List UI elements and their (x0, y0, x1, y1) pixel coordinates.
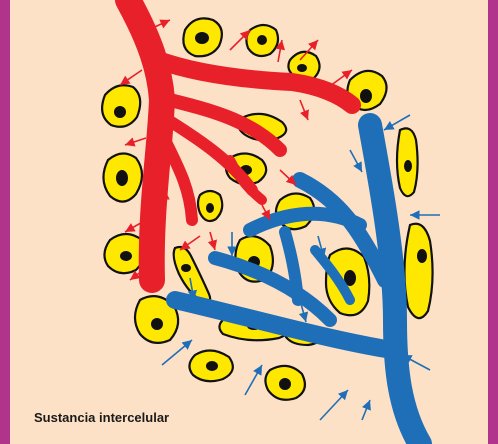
nucleus (206, 203, 214, 213)
nucleus (151, 318, 163, 330)
nucleus (116, 170, 128, 186)
nucleus (297, 64, 307, 72)
capillary-exchange-diagram (10, 0, 488, 444)
nucleus (417, 249, 427, 263)
caption: Sustancia intercelular (34, 410, 169, 425)
nucleus (181, 264, 191, 272)
nucleus (195, 32, 209, 44)
nucleus (120, 251, 132, 261)
nucleus (279, 378, 291, 390)
nucleus (257, 35, 267, 45)
cell (404, 224, 432, 318)
interstitial-background (10, 0, 488, 444)
nucleus (206, 361, 218, 371)
cell (102, 85, 140, 127)
nucleus (404, 160, 412, 172)
nucleus (360, 89, 372, 103)
nucleus (114, 106, 126, 118)
